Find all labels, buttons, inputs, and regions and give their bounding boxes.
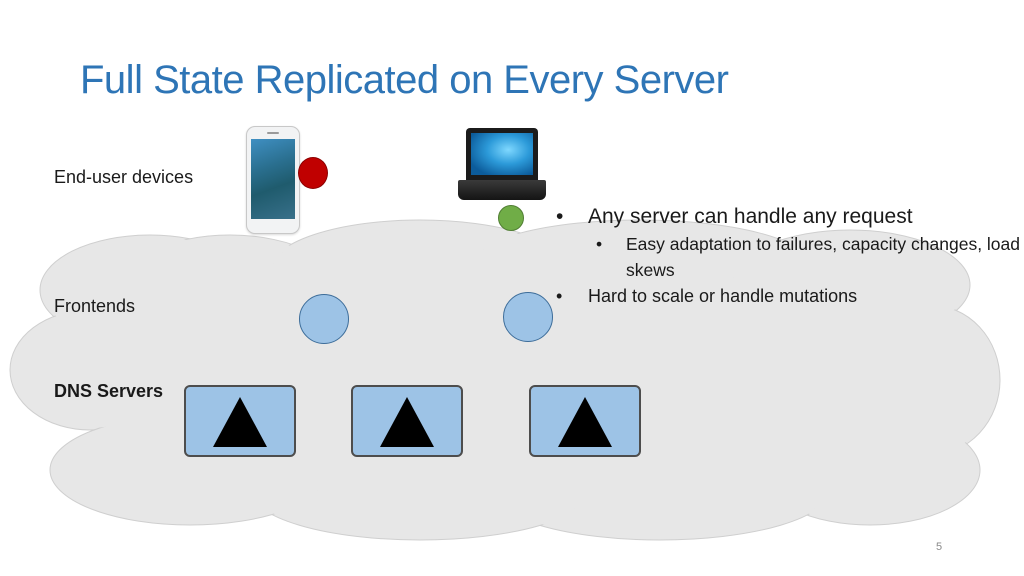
phone-screen [251, 139, 295, 219]
row-label-frontends: Frontends [54, 296, 136, 316]
row-label-dns-servers: DNS Servers [54, 381, 164, 401]
server-triangle-icon [213, 397, 267, 447]
bullet-item: • Hard to scale or handle mutations [556, 283, 1024, 309]
bullet-mark: • [556, 286, 563, 306]
dns-server-2 [351, 385, 463, 457]
laptop-icon [458, 128, 546, 202]
smartphone-icon [246, 126, 300, 234]
laptop-lid [466, 128, 538, 180]
frontend-node-2 [503, 292, 553, 342]
failed-device-indicator [298, 157, 328, 189]
bullet-text: Any server can handle any request [588, 205, 913, 228]
laptop-base [458, 180, 546, 200]
frontend-node-1 [299, 294, 349, 344]
row-label-end-user-devices: End-user devices [54, 167, 194, 187]
bullet-item: • Any server can handle any request [556, 203, 1024, 231]
page-title: Full State Replicated on Every Server [80, 58, 729, 102]
bullet-text: Hard to scale or handle mutations [588, 286, 858, 306]
dns-server-3 [529, 385, 641, 457]
bullet-mark: • [556, 205, 564, 228]
phone-speaker [267, 132, 279, 134]
server-triangle-icon [558, 397, 612, 447]
healthy-device-indicator [498, 205, 524, 231]
bullet-item: • Easy adaptation to failures, capacity … [556, 231, 1024, 283]
dns-server-1 [184, 385, 296, 457]
page-number: 5 [936, 541, 943, 553]
bullet-list: • Any server can handle any request • Ea… [556, 203, 1024, 309]
bullet-mark: • [596, 234, 603, 254]
bullet-text: Easy adaptation to failures, capacity ch… [626, 234, 1020, 280]
server-triangle-icon [380, 397, 434, 447]
laptop-display [471, 133, 533, 175]
